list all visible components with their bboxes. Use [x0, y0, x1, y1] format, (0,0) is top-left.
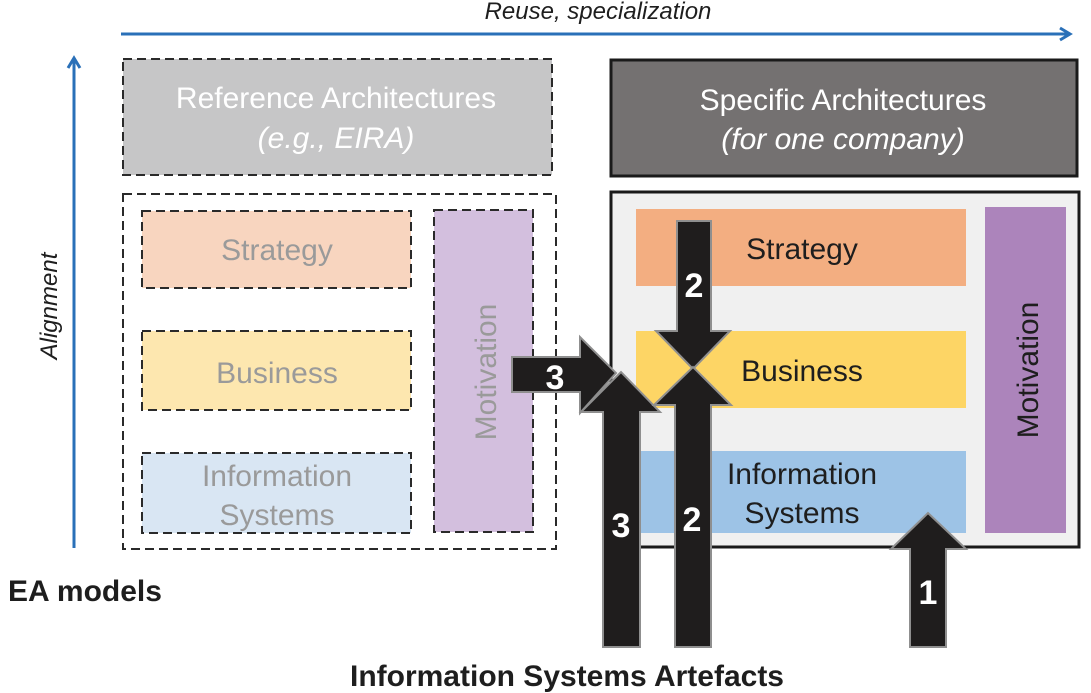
reference-architectures-header: Reference Architectures (e.g., EIRA): [122, 58, 553, 176]
reference-business-layer: Business: [141, 330, 412, 411]
arrow-1-number: 1: [919, 574, 938, 612]
alignment-label: Alignment: [36, 251, 63, 361]
reference-strategy-label: Strategy: [221, 234, 333, 267]
specific-architectures-subtitle: (for one company): [721, 123, 964, 156]
arrow-2-up: 2: [651, 365, 734, 648]
reuse-specialization-label: Reuse, specialization: [485, 0, 712, 25]
specific-motivation-label: Motivation: [1012, 302, 1045, 439]
arrow-3-horizontal-number: 3: [546, 359, 565, 397]
specific-business-layer: Business: [636, 331, 966, 408]
specific-business-label: Business: [741, 355, 863, 388]
reference-information-label: Information: [202, 460, 352, 493]
specific-information-label: Information: [727, 458, 877, 491]
arrow-3-horizontal: 3: [511, 334, 618, 416]
reference-motivation-label: Motivation: [470, 304, 503, 441]
arrow-1: 1: [888, 511, 969, 648]
ea-models-label: EA models: [8, 575, 162, 608]
reference-architectures-subtitle: (e.g., EIRA): [258, 122, 415, 155]
reference-information-systems-layer: Information Systems: [141, 452, 412, 534]
arrow-2-bottom-number: 2: [683, 501, 702, 539]
arrow-2-down: 2: [653, 220, 733, 371]
specific-motivation-layer: Motivation: [985, 207, 1066, 533]
arrow-2-top-number: 2: [685, 267, 704, 305]
specific-architectures-title: Specific Architectures: [700, 84, 987, 117]
reference-architectures-title: Reference Architectures: [176, 82, 496, 115]
information-systems-artefacts-label: Information Systems Artefacts: [350, 660, 784, 693]
arrow-3-vertical: 3: [578, 370, 663, 648]
specific-strategy-label: Strategy: [746, 233, 858, 266]
arrow-3-vertical-number: 3: [612, 507, 631, 545]
reference-systems-label: Systems: [219, 499, 334, 532]
reference-strategy-layer: Strategy: [141, 210, 412, 289]
reference-business-label: Business: [216, 357, 338, 390]
specific-architectures-header: Specific Architectures (for one company): [609, 58, 1079, 178]
specific-systems-label: Systems: [744, 497, 859, 530]
